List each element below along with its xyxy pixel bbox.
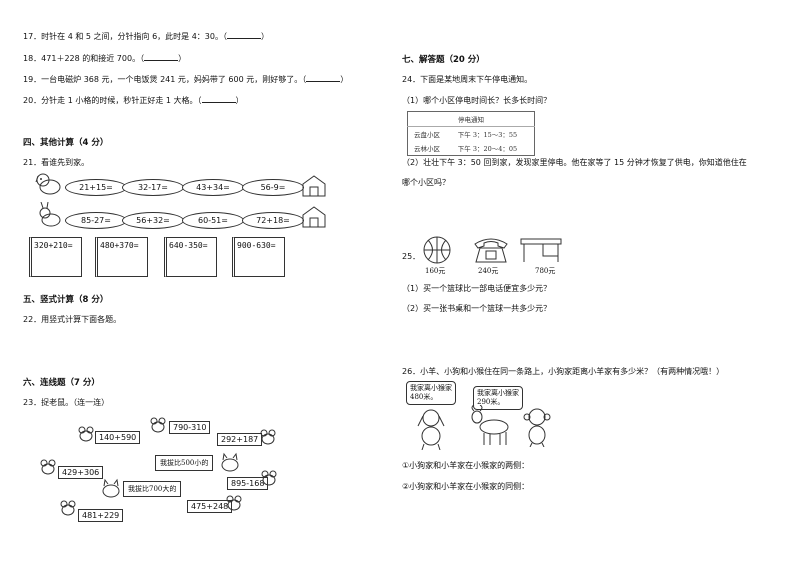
question-25: 25． <box>402 252 421 261</box>
scroll-problem[interactable]: 320+210= <box>29 237 82 277</box>
question-24-1: （1）哪个小区停电时间长？长多长时间？ <box>402 96 552 105</box>
mouse-expression[interactable]: 429+306 <box>58 466 104 479</box>
mouse-icon <box>260 429 276 445</box>
section-6-title: 六、连线题（7 分） <box>23 378 100 388</box>
desk-icon <box>520 238 562 262</box>
cat-icon <box>102 478 120 498</box>
power-outage-notice: 停电通知 云盘小区 下午 3：15～3：55 云林小区 下午 3：20～4：05 <box>407 111 535 156</box>
price-label: 160元 <box>425 267 446 275</box>
mouse-icon <box>60 500 76 516</box>
section-5-title: 五、竖式计算（8 分） <box>23 295 109 305</box>
question-24-2-cont: 哪个小区吗？ <box>402 178 450 187</box>
mouse-icon <box>226 495 242 511</box>
notice-cell: 下午 3：20～4：05 <box>457 145 518 153</box>
question-24-2: （2）壮壮下午 3：50 回到家，发现家里停电。他在家等了 15 分钟才恢复了供… <box>402 158 747 167</box>
notice-cell: 云盘小区 <box>414 131 440 139</box>
answer-blank-20[interactable] <box>201 102 236 103</box>
house-icon <box>302 175 326 197</box>
question-26-2: ②小狗家和小羊家在小猴家的同侧： <box>402 482 530 491</box>
answer-blank-18[interactable] <box>144 60 179 61</box>
question-21: 21．看谁先到家。 <box>23 158 90 167</box>
mouse-icon <box>40 459 56 475</box>
notice-cell: 下午 3：15～3：55 <box>457 131 518 139</box>
goat-speech-bubble: 我家离小猴家290米。 <box>473 386 523 410</box>
telephone-icon <box>474 238 508 263</box>
mouse-expression[interactable]: 790-310 <box>169 421 211 434</box>
notice-title: 停电通知 <box>407 111 535 127</box>
maze-oval[interactable]: 21+15= <box>65 179 127 196</box>
maze-oval[interactable]: 32-17= <box>122 179 184 196</box>
mouse-expression[interactable]: 481+229 <box>78 509 124 522</box>
mouse-expression[interactable]: 292+187 <box>217 433 263 446</box>
maze-oval[interactable]: 60-51= <box>182 212 244 229</box>
maze-oval[interactable]: 85-27= <box>65 212 127 229</box>
dog-icon <box>417 409 445 450</box>
question-23: 23．捉老鼠。（连一连） <box>23 398 110 407</box>
mouse-expression[interactable]: 475+248 <box>187 500 233 513</box>
maze-oval[interactable]: 43+34= <box>182 179 244 196</box>
question-19-text: 19．一台电磁炉 368 元，一个电饭煲 241 元，妈妈带了 600 元，刚好… <box>23 75 307 84</box>
scroll-problem[interactable]: 900-630= <box>232 237 285 277</box>
question-22: 22．用竖式计算下面各题。 <box>23 315 122 324</box>
price-label: 240元 <box>478 267 499 275</box>
mouse-icon <box>261 470 277 486</box>
cat-hint: 我拔比500小的 <box>155 455 214 471</box>
answer-blank-19[interactable] <box>306 81 341 82</box>
question-24: 24．下面是某地周末下午停电通知。 <box>402 75 533 84</box>
question-17: 17．时针在 4 和 5 之间，分针指向 6，此时是 4：30。（） <box>23 32 269 41</box>
notice-cell: 云林小区 <box>414 145 440 153</box>
question-25-1: （1）买一个篮球比一部电话便宜多少元？ <box>402 284 552 293</box>
question-20: 20．分针走 1 小格的时候，秒针正好走 1 大格。（） <box>23 96 244 105</box>
question-17-text: 17．时针在 4 和 5 之间，分针指向 6，此时是 4：30。（ <box>23 32 227 41</box>
maze-oval[interactable]: 56+32= <box>122 212 184 229</box>
question-26: 26．小羊、小狗和小猴住在同一条路上，小狗家距离小羊家有多少米？（有两种情况哦！… <box>402 367 725 376</box>
maze-oval[interactable]: 56-9= <box>242 179 304 196</box>
dog-speech-bubble: 我家离小猴家480米。 <box>406 381 456 405</box>
mouse-expression[interactable]: 895-168 <box>227 477 269 490</box>
section-4-title: 四、其他计算（4 分） <box>23 138 109 148</box>
cat-icon <box>221 452 239 472</box>
dog-icon <box>35 173 61 195</box>
cat-hint: 我拔比700大的 <box>123 481 182 497</box>
question-18-text: 18．471＋228 的和接近 700。（ <box>23 54 145 63</box>
question-20-text: 20．分针走 1 小格的时候，秒针正好走 1 大格。（ <box>23 96 202 105</box>
answer-blank-17[interactable] <box>226 38 261 39</box>
rabbit-icon <box>39 202 61 227</box>
monkey-icon <box>523 408 551 447</box>
mouse-icon <box>78 426 94 442</box>
section-7-title: 七、解答题（20 分） <box>402 55 485 65</box>
question-26-1: ①小狗家和小羊家在小猴家的两侧： <box>402 461 530 470</box>
mouse-icon <box>150 417 166 433</box>
scroll-problem[interactable]: 480+370= <box>95 237 148 277</box>
question-18: 18．471＋228 的和接近 700。（） <box>23 54 187 63</box>
house-icon <box>302 206 326 228</box>
mouse-expression[interactable]: 140+590 <box>95 431 141 444</box>
goat-icon <box>471 405 509 445</box>
basketball-icon <box>423 236 451 264</box>
question-19: 19．一台电磁炉 368 元，一个电饭煲 241 元，妈妈带了 600 元，刚好… <box>23 75 349 84</box>
question-25-2: （2）买一张书桌和一个篮球一共多少元？ <box>402 304 552 313</box>
maze-oval[interactable]: 72+18= <box>242 212 304 229</box>
price-label: 780元 <box>535 267 556 275</box>
scroll-problem[interactable]: 640-350= <box>164 237 217 277</box>
